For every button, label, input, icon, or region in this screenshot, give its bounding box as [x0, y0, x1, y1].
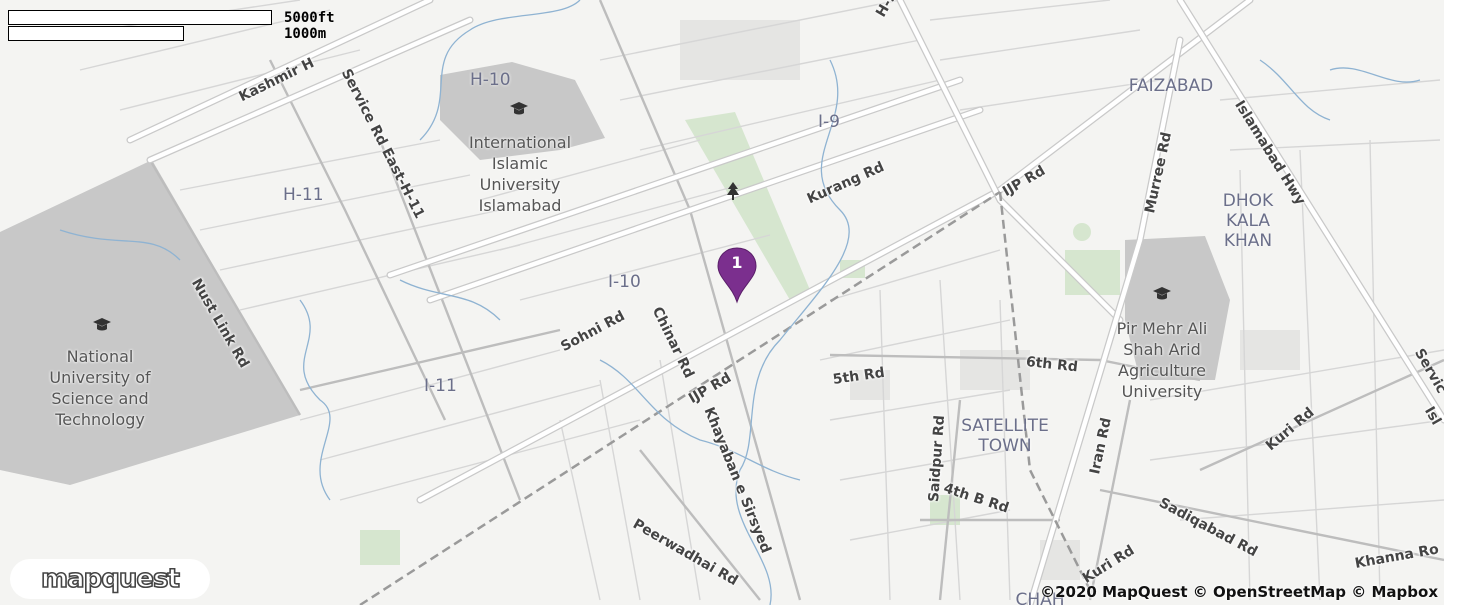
marker-number: 1 — [731, 253, 743, 272]
area-label-faizabad: FAIZABAD — [1128, 76, 1214, 96]
scale-label-metric: 1000m — [284, 26, 327, 42]
area-label-satellite-town: SATELLITE TOWN — [961, 416, 1049, 456]
university-icon — [1153, 287, 1171, 300]
logo-text: mapquest — [40, 563, 181, 595]
university-icon — [510, 102, 528, 115]
sector-label-i10: I-10 — [608, 272, 641, 292]
park-tree-icon — [727, 182, 739, 200]
mapquest-logo[interactable]: mapquest — [10, 559, 210, 599]
location-marker[interactable]: 1 — [716, 246, 758, 304]
scale-label-imperial: 5000ft — [284, 10, 335, 26]
university-icon — [93, 318, 111, 331]
sector-label-i9: I-9 — [818, 112, 840, 132]
area-label-dhok-kala-khan: DHOK KALA KHAN — [1222, 191, 1274, 251]
map-attribution[interactable]: ©2020 MapQuest © OpenStreetMap © Mapbox — [1040, 583, 1438, 601]
map-pin-icon — [717, 247, 757, 304]
sector-label-i11: I-11 — [424, 376, 457, 396]
scale-bar-imperial — [8, 10, 272, 25]
sector-label-h10: H-10 — [470, 70, 511, 90]
scale-bar-metric — [8, 26, 184, 41]
sector-label-h11: H-11 — [283, 185, 324, 205]
area-label-chah: CHAH — [1015, 590, 1065, 605]
